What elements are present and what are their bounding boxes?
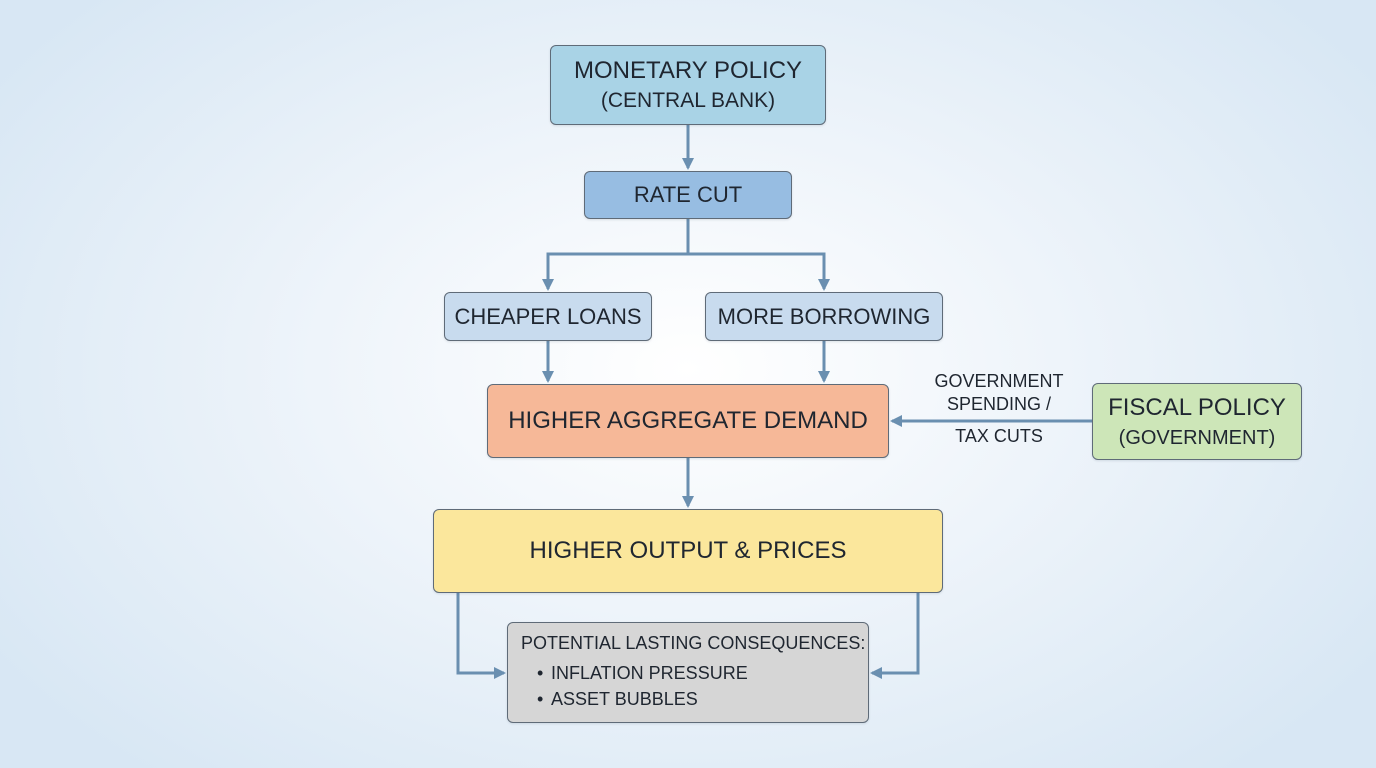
arrow-output-to-consequences-right: [870, 593, 920, 679]
fiscal-edge-label: GOVERNMENT SPENDING / TAX CUTS: [924, 370, 1074, 448]
fiscal-edge-label-line2: SPENDING /: [946, 394, 1052, 415]
fiscal-policy-node: FISCAL POLICY (GOVERNMENT): [1092, 383, 1302, 460]
monetary-policy-title: MONETARY POLICY: [573, 56, 803, 84]
monetary-policy-node: MONETARY POLICY (CENTRAL BANK): [550, 45, 826, 125]
higher-output-prices-label: HIGHER OUTPUT & PRICES: [529, 537, 847, 564]
more-borrowing-node: MORE BORROWING: [705, 292, 943, 341]
fiscal-policy-subtitle: (GOVERNMENT): [1118, 426, 1276, 449]
consequence-item: • ASSET BUBBLES: [537, 686, 748, 712]
arrow-rate-cut-to-borrowing: [688, 252, 830, 291]
consequence-item: • INFLATION PRESSURE: [537, 660, 748, 686]
arrow-output-to-consequences-left: [456, 593, 506, 679]
more-borrowing-label: MORE BORROWING: [717, 303, 931, 329]
fiscal-policy-title: FISCAL POLICY: [1108, 393, 1286, 421]
arrow-rate-cut-split: [542, 219, 690, 291]
consequences-list: • INFLATION PRESSURE • ASSET BUBBLES: [521, 660, 748, 712]
consequence-item-label: INFLATION PRESSURE: [551, 663, 748, 684]
bullet-icon: •: [537, 689, 544, 710]
monetary-policy-subtitle: (CENTRAL BANK): [600, 88, 776, 112]
consequences-title: POTENTIAL LASTING CONSEQUENCES:: [521, 632, 866, 653]
higher-aggregate-demand-node: HIGHER AGGREGATE DEMAND: [487, 384, 889, 458]
rate-cut-node: RATE CUT: [584, 171, 792, 219]
consequences-node: POTENTIAL LASTING CONSEQUENCES: • INFLAT…: [507, 622, 869, 723]
bullet-icon: •: [537, 663, 544, 684]
fiscal-edge-label-line3: TAX CUTS: [955, 425, 1043, 446]
consequence-item-label: ASSET BUBBLES: [551, 689, 698, 710]
fiscal-edge-label-line1: GOVERNMENT: [934, 371, 1064, 391]
higher-aggregate-demand-label: HIGHER AGGREGATE DEMAND: [508, 407, 868, 434]
higher-output-prices-node: HIGHER OUTPUT & PRICES: [433, 509, 943, 593]
cheaper-loans-label: CHEAPER LOANS: [454, 303, 642, 329]
cheaper-loans-node: CHEAPER LOANS: [444, 292, 652, 341]
rate-cut-label: RATE CUT: [633, 182, 743, 208]
